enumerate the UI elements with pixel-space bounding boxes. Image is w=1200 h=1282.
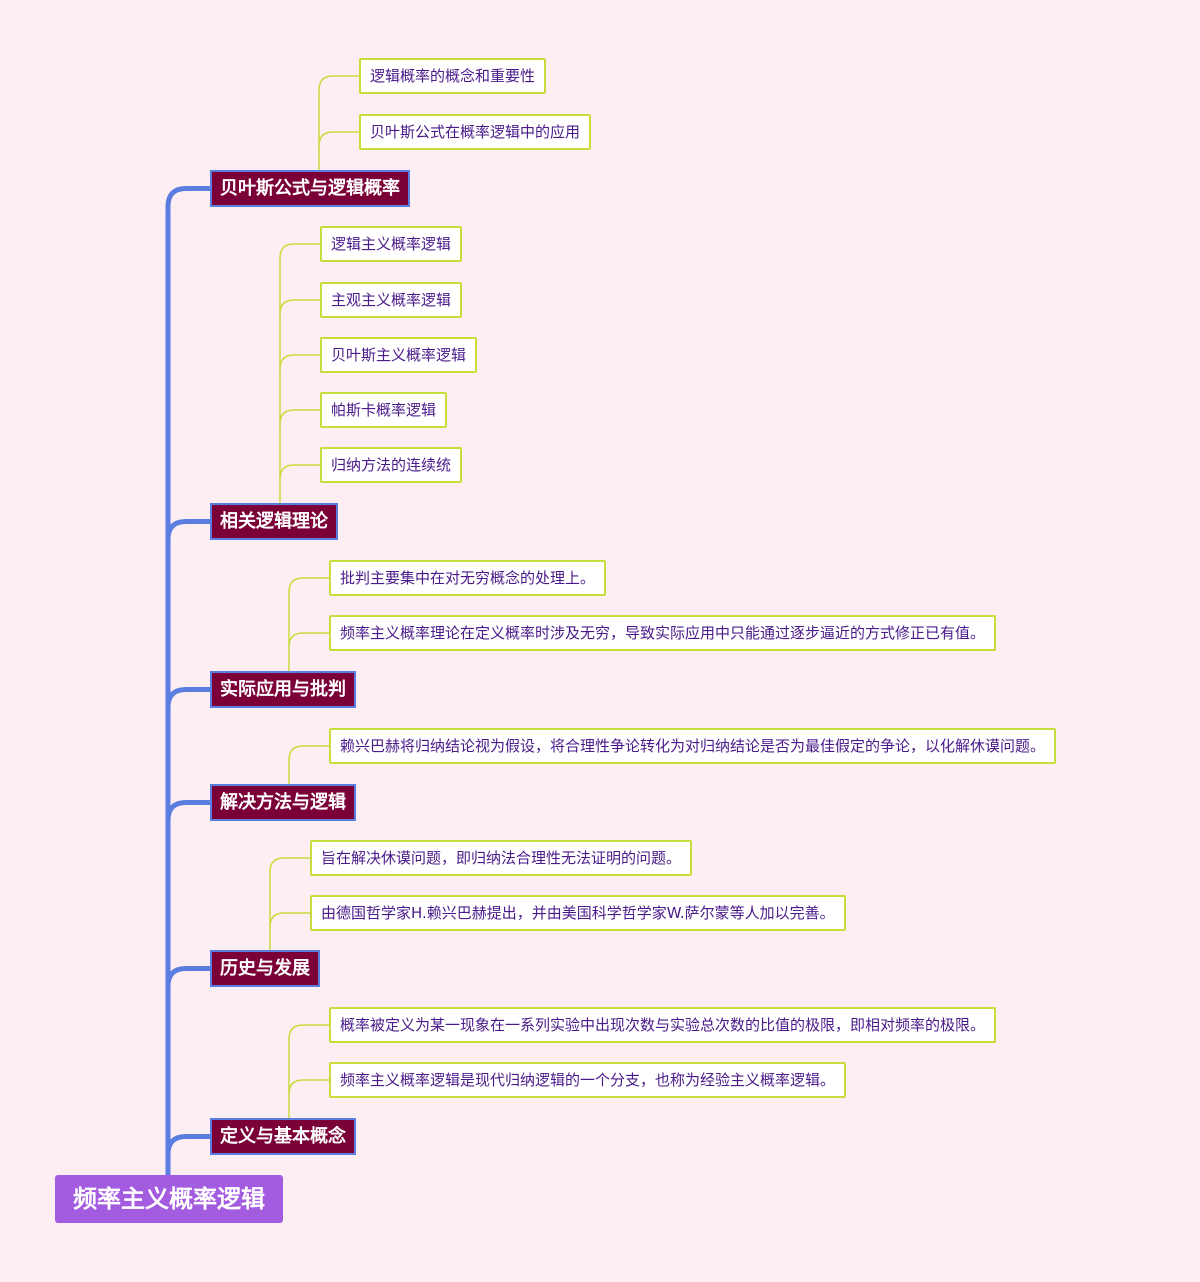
leaf-connector [318, 75, 360, 91]
leaf-connector [288, 1024, 330, 1040]
branch-history[interactable]: 历史与发展 [210, 950, 320, 987]
root-topic[interactable]: 频率主义概率逻辑 [55, 1175, 283, 1223]
leaf-connector [269, 857, 311, 873]
leaf-topic[interactable]: 旨在解决休谟问题，即归纳法合理性无法证明的问题。 [310, 840, 693, 876]
branch-connector [165, 800, 213, 823]
leaf-topic[interactable]: 逻辑概率的概念和重要性 [359, 58, 547, 94]
leaf-connector [318, 131, 360, 147]
branch-connector [165, 186, 213, 209]
leaf-connector [269, 912, 311, 928]
leaf-topic[interactable]: 归纳方法的连续统 [320, 447, 463, 483]
leaf-topic[interactable]: 主观主义概率逻辑 [320, 282, 463, 318]
branch-connector [165, 1134, 213, 1157]
leaf-connector [288, 632, 330, 648]
leaf-topic[interactable]: 批判主要集中在对无穷概念的处理上。 [329, 560, 607, 596]
leaf-connector [279, 243, 321, 259]
leaf-topic[interactable]: 贝叶斯公式在概率逻辑中的应用 [359, 114, 592, 150]
leaf-connector [279, 409, 321, 425]
leaf-topic[interactable]: 贝叶斯主义概率逻辑 [320, 337, 478, 373]
leaf-topic[interactable]: 由德国哲学家H.赖兴巴赫提出，并由美国科学哲学家W.萨尔蒙等人加以完善。 [310, 895, 846, 931]
leaf-connector [288, 1079, 330, 1095]
leaf-connectors [269, 75, 360, 1119]
branch-connector [165, 966, 213, 989]
branch-solution-logic[interactable]: 解决方法与逻辑 [210, 784, 356, 821]
leaf-connector [288, 577, 330, 593]
branch-application-critique[interactable]: 实际应用与批判 [210, 671, 356, 708]
leaf-topic[interactable]: 赖兴巴赫将归纳结论视为假设，将合理性争论转化为对归纳结论是否为最佳假定的争论，以… [329, 728, 1057, 764]
leaf-connector [279, 299, 321, 315]
leaf-connector [279, 464, 321, 480]
leaf-connector [288, 745, 330, 761]
branch-definition[interactable]: 定义与基本概念 [210, 1118, 356, 1155]
leaf-topic[interactable]: 频率主义概率逻辑是现代归纳逻辑的一个分支，也称为经验主义概率逻辑。 [329, 1062, 847, 1098]
branch-related-theories[interactable]: 相关逻辑理论 [210, 503, 338, 540]
leaf-connector [279, 354, 321, 370]
branch-bayes-logic[interactable]: 贝叶斯公式与逻辑概率 [210, 170, 410, 207]
leaf-topic[interactable]: 逻辑主义概率逻辑 [320, 226, 463, 262]
branch-connector [165, 519, 213, 542]
trunk-connectors [165, 186, 213, 1178]
leaf-topic[interactable]: 频率主义概率理论在定义概率时涉及无穷，导致实际应用中只能通过逐步逼近的方式修正已… [329, 615, 997, 651]
leaf-topic[interactable]: 概率被定义为某一现象在一系列实验中出现次数与实验总次数的比值的极限，即相对频率的… [329, 1007, 997, 1043]
branch-connector [165, 687, 213, 710]
leaf-topic[interactable]: 帕斯卡概率逻辑 [320, 392, 448, 428]
